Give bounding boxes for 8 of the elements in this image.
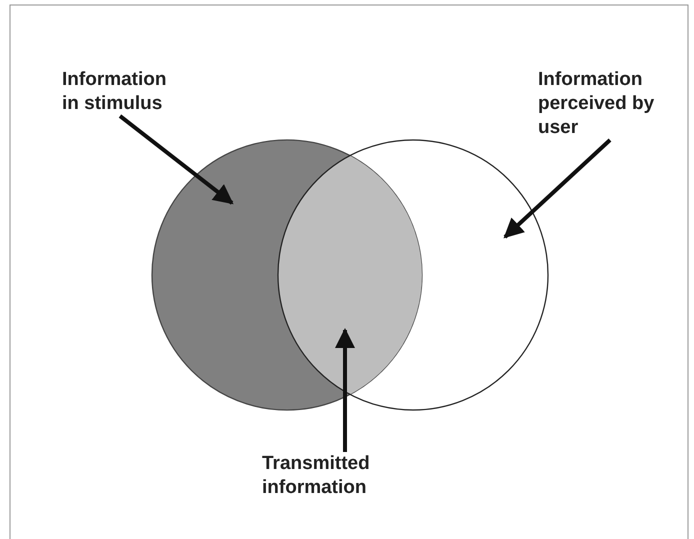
- leader-arrow: [335, 328, 355, 452]
- callout-label: Information perceived by user: [538, 68, 656, 140]
- perceived-circle: [277, 140, 549, 410]
- callout-label: Information in stimulus: [62, 68, 168, 116]
- overlap-region: [278, 156, 422, 394]
- callout-label: Transmitted information: [262, 452, 371, 500]
- leader-arrow: [118, 114, 234, 205]
- leader-arrow: [504, 138, 612, 238]
